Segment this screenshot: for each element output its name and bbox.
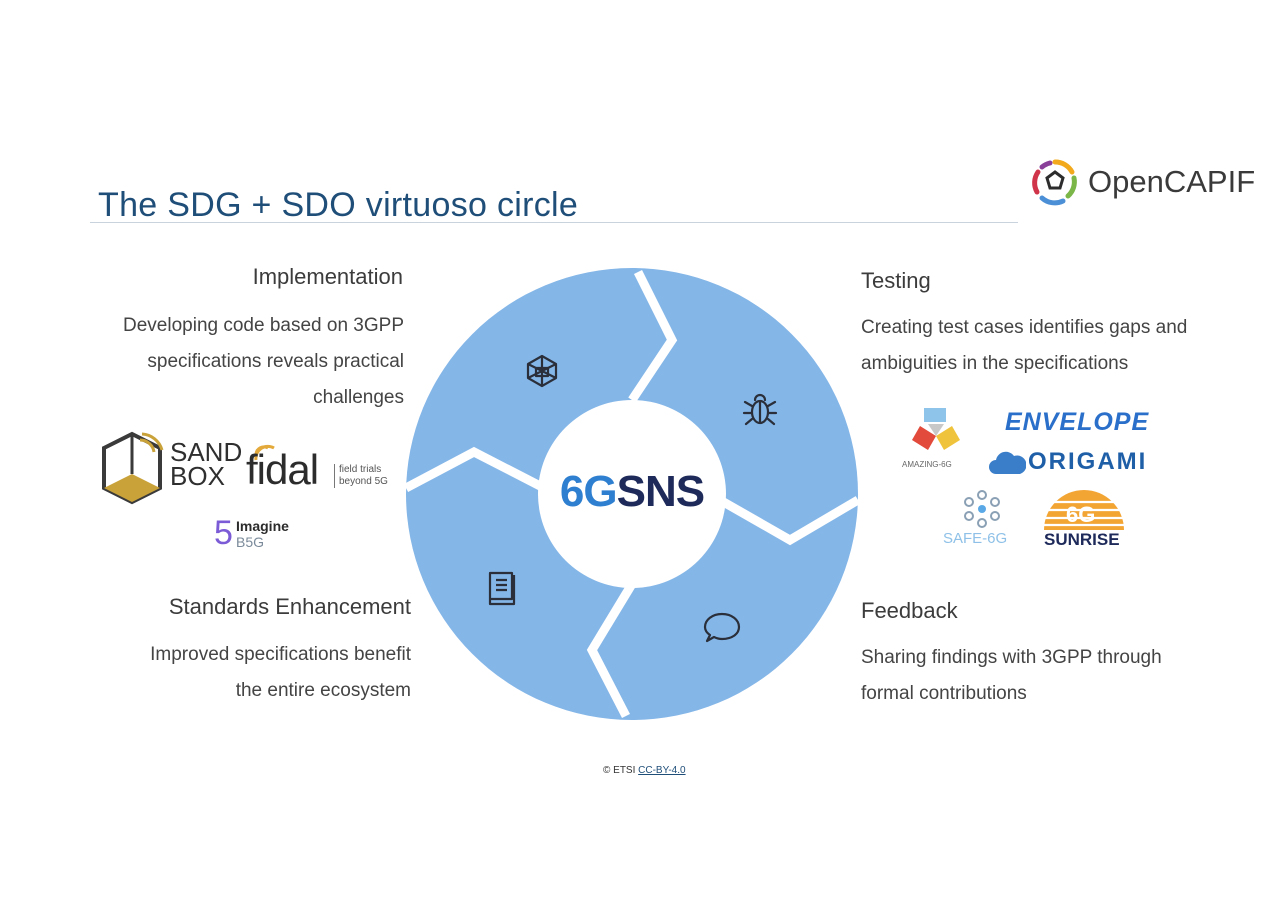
fidal-wordmark: fidal <box>246 446 319 493</box>
implementation-body: Developing code based on 3GPP specificat… <box>123 308 404 416</box>
sns-logo: 6GSNS <box>559 462 705 522</box>
opencapif-brand: OpenCAPIF <box>1030 154 1255 210</box>
copyright-notice: © ETSI CC-BY-4.0 <box>603 765 686 776</box>
title-divider <box>90 222 1018 223</box>
bug-icon <box>742 393 778 426</box>
feedback-line: formal contributions <box>861 683 1027 704</box>
testing-title: Testing <box>861 268 931 293</box>
origami-wordmark: ORIGAMI <box>1028 448 1148 475</box>
implementation-line: Developing code based on 3GPP <box>123 315 404 336</box>
safe6g-dots-icon <box>964 490 1000 528</box>
sunrise6g-wordmark: SUNRISE <box>1044 530 1120 549</box>
fidal-tagline-1: field trials <box>339 464 382 475</box>
origami-cloud-icon <box>989 451 1026 474</box>
sns-logo-6g: 6G <box>559 467 618 516</box>
cycle-center <box>542 404 722 584</box>
sns-logo-text: 6GSNS <box>559 467 705 517</box>
testing-body: Creating test cases identifies gaps and … <box>861 310 1187 382</box>
fidal-signal-icon <box>254 444 275 461</box>
feedback-body: Sharing findings with 3GPP through forma… <box>861 640 1162 712</box>
book-icon <box>488 571 516 606</box>
imagine-b5g-logo: 5 Imagine B5G <box>214 514 324 556</box>
imagine-wordmark: Imagine <box>236 518 289 534</box>
testing-line: Creating test cases identifies gaps and <box>861 317 1188 338</box>
standards-line: Improved specifications benefit <box>150 644 411 665</box>
envelope-wordmark: ENVELOPE <box>1005 408 1150 436</box>
box-icon <box>526 354 558 388</box>
sandbox-logo-icon <box>102 431 164 505</box>
testing-line: ambiguities in the specifications <box>861 353 1129 374</box>
fidal-logo: fidal field trials beyond 5G <box>246 440 396 500</box>
chat-icon <box>703 612 741 643</box>
sandbox-logo: SAND BOX <box>98 430 258 508</box>
origami-logo: ORIGAMI <box>988 446 1158 478</box>
page-title: The SDG + SDO virtuoso circle <box>98 186 579 224</box>
implementation-line: challenges <box>313 387 404 408</box>
sunrise6g-top-text: 6G <box>1066 502 1096 527</box>
amazing6g-wordmark: AMAZING-6G <box>902 460 952 469</box>
cycle-diagram <box>406 268 858 720</box>
implementation-line: specifications reveals practical <box>147 351 404 372</box>
amazing6g-logo-icon <box>912 408 960 450</box>
feedback-title: Feedback <box>861 598 958 623</box>
implementation-title: Implementation <box>252 264 403 289</box>
sunrise6g-sun-icon <box>1042 490 1126 530</box>
imagine-b5g-wordmark: B5G <box>236 534 265 550</box>
license-link[interactable]: CC-BY-4.0 <box>638 765 686 776</box>
standards-body: Improved specifications benefit the enti… <box>150 637 411 709</box>
standards-title: Standards Enhancement <box>168 594 411 619</box>
sandbox-wordmark-top: SAND <box>170 437 243 467</box>
sandbox-wordmark-bottom: BOX <box>170 461 225 491</box>
opencapif-wordmark: OpenCAPIF <box>1088 164 1256 199</box>
sunrise6g-logo: 6G SUNRISE <box>1042 488 1128 550</box>
fidal-tagline-2: beyond 5G <box>339 476 388 487</box>
amazing6g-logo: AMAZING-6G <box>900 406 972 474</box>
feedback-line: Sharing findings with 3GPP through <box>861 647 1162 668</box>
envelope-logo: ENVELOPE <box>1005 408 1159 438</box>
imagine-five-mark: 5 <box>214 514 233 552</box>
safe6g-wordmark: SAFE-6G <box>943 530 1008 547</box>
sns-logo-sns: SNS <box>616 467 705 516</box>
opencapif-logo-icon <box>1032 159 1077 206</box>
copyright-prefix: © ETSI <box>603 765 636 776</box>
safe6g-logo: SAFE-6G <box>940 490 1026 548</box>
standards-line: the entire ecosystem <box>235 680 411 701</box>
